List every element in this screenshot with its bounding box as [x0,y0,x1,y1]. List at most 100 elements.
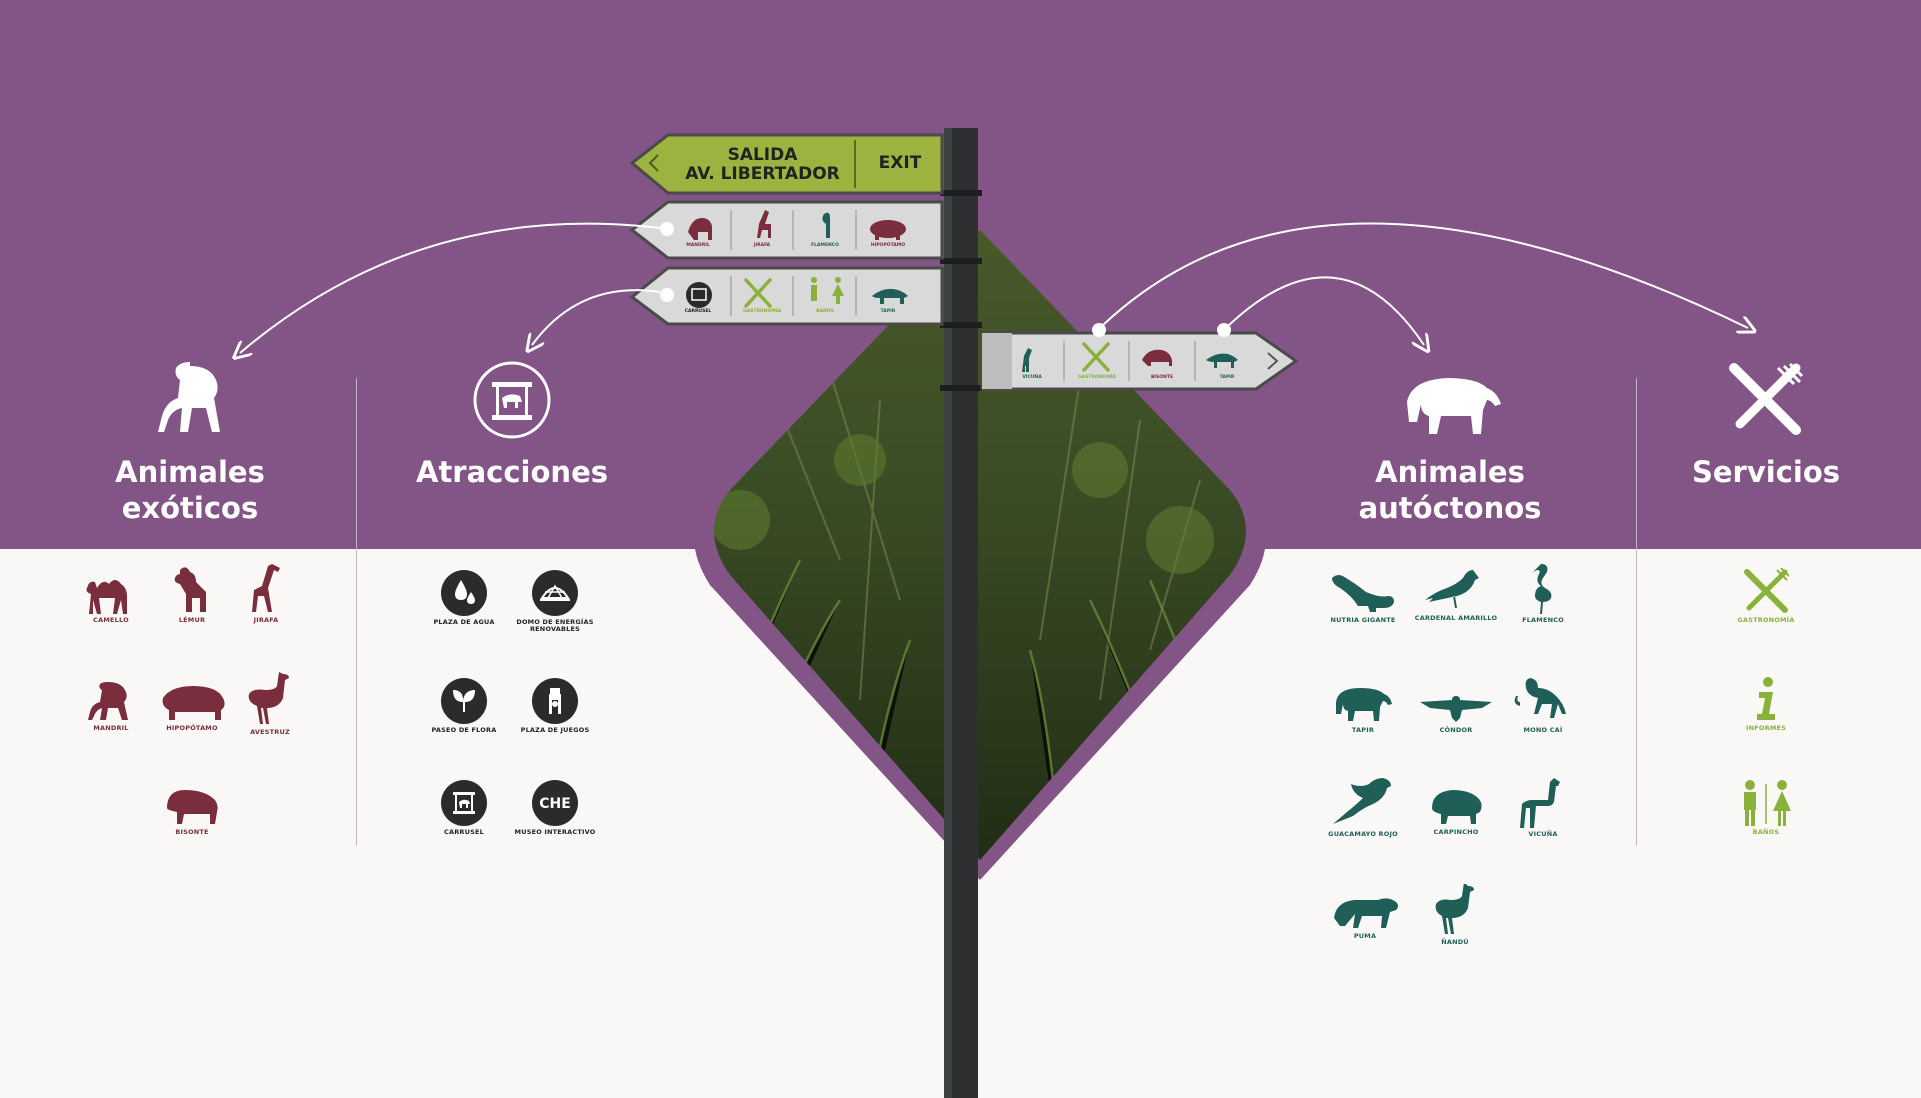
exotic-item-avestruz: AVESTRUZ [215,672,325,736]
native-item-mono-cai: MONO CAÍ [1488,676,1598,734]
exotic-item-jirafa: JIRAFA [211,562,321,624]
attraction-label-flora: PASEO DE FLORA [431,726,497,734]
exotic-label-lemur: LÉMUR [178,616,206,624]
native-label-nandu: ÑANDÚ [1441,938,1469,946]
exotic-label-jirafa: JIRAFA [253,616,279,624]
service-item-informes: INFORMES [1711,676,1821,732]
tapir-small-icon [1336,688,1392,721]
native-label-vicuna: VICUÑA [1528,830,1558,838]
category-title-servicios: Servicios [1691,455,1841,489]
playground-icon [532,678,578,724]
native-label-condor: CÓNDOR [1439,726,1473,734]
exotic-item-lemur: LÉMUR [137,564,247,624]
service-item-gastronomia: GASTRONOMÍA [1711,568,1821,624]
info-icon [1757,677,1775,720]
category-title-exoticos: Animales exóticos [115,455,265,525]
bison-icon [167,790,218,824]
native-item-nutria: NUTRIA GIGANTE [1308,572,1418,624]
puma-icon [1334,898,1398,928]
capuchin-monkey-icon [1514,678,1566,718]
carousel-small-icon [441,780,487,826]
exit-sign-line1: SALIDA [727,145,798,165]
service-label-informes: INFORMES [1745,724,1787,732]
category-title-autoctonos: Animales autóctonos [1358,455,1542,525]
exotic-item-hipopotamo: HIPOPÓTAMO [137,684,247,732]
hippo-icon [162,686,225,720]
attraction-label-museo: MUSEO INTERACTIVO [514,828,596,836]
attraction-label-juegos: PLAZA DE JUEGOS [520,726,590,734]
exit-sign-word: EXIT [878,153,922,173]
exotic-item-bisonte: BISONTE [137,786,247,836]
fork-knife-icon [1729,362,1804,435]
native-label-mono-cai: MONO CAÍ [1523,726,1563,734]
board2-label-3: FLAMENCO [811,243,839,248]
exotic-item-mandril: MANDRIL [56,678,166,732]
board4-label-1: VICUÑA [1022,375,1042,380]
baboon-icon [158,362,220,432]
exotic-item-camello: CAMELLO [56,570,166,624]
museum-badge-icon: CHE [532,780,578,826]
capybara-icon [1432,790,1482,824]
native-label-nutria: NUTRIA GIGANTE [1330,616,1396,624]
native-label-cardenal: CARDENAL AMARILLO [1414,614,1498,622]
exotic-label-camello: CAMELLO [93,616,129,624]
cardinal-bird-icon [1425,570,1479,608]
attraction-label-plaza-agua: PLAZA DE AGUA [433,618,495,626]
service-label-banos: BAÑOS [1752,828,1780,836]
board2-label-1: MANDRIL [686,243,710,248]
native-label-tapir: TAPIR [1351,726,1375,734]
exotic-label-bisonte: BISONTE [175,828,209,836]
attraction-item-plaza-agua: PLAZA DE AGUA [409,570,519,626]
board2-label-4: HIPOPÓTAMO [870,243,906,248]
divider-left [356,378,357,846]
service-label-gastronomia: GASTRONOMÍA [1737,616,1795,624]
fork-knife-small-icon [1744,568,1789,613]
native-item-flamenco: FLAMENCO [1488,562,1598,624]
exotic-label-mandril: MANDRIL [93,724,129,732]
camel-icon [86,580,127,614]
board4-label-4: TAPIR [1219,375,1235,380]
lemur-icon [174,567,206,612]
native-item-puma: PUMA [1310,894,1420,940]
baboon-small-icon [88,682,128,720]
giraffe-icon [252,564,280,612]
board3-label-3: BAÑOS [816,309,834,314]
museum-badge-text: CHE [539,796,571,812]
board3-label-4: TAPIR [880,309,896,314]
native-item-condor: CÓNDOR [1401,690,1511,734]
divider-right [1636,378,1637,846]
water-drops-icon [441,570,487,616]
attraction-label-carrusel: CARRUSEL [444,828,484,836]
carousel-icon [473,361,551,439]
board3-label-2: GASTRONOMÍA [742,309,781,314]
board4-label-2: GASTRONOMÍA [1077,375,1116,380]
native-item-carpincho: CARPINCHO [1401,786,1511,836]
leaf-icon [441,678,487,724]
native-item-guacamayo: GUACAMAYO ROJO [1308,776,1418,838]
otter-icon [1332,575,1394,612]
native-label-carpincho: CARPINCHO [1433,828,1479,836]
ostrich-icon [248,672,289,724]
attraction-item-carrusel: CARRUSEL [409,780,519,836]
exotic-label-hipopotamo: HIPOPÓTAMO [166,724,218,732]
service-item-banos: BAÑOS [1711,780,1821,836]
native-label-puma: PUMA [1353,932,1377,940]
attraction-item-domo: DOMO DE ENERGÍAS RENOVABLES [500,570,610,633]
restroom-icon [1744,780,1791,826]
attraction-item-juegos: PLAZA DE JUEGOS [500,678,610,734]
flamingo-icon [1533,564,1552,614]
attraction-label-domo: DOMO DE ENERGÍAS RENOVABLES [516,618,594,633]
exotic-label-avestruz: AVESTRUZ [250,728,290,736]
attraction-item-museo: CHE MUSEO INTERACTIVO [500,780,610,836]
vicuna-icon [1520,778,1560,828]
condor-icon [1420,696,1492,722]
rhea-icon [1435,884,1474,934]
attraction-item-flora: PASEO DE FLORA [409,678,519,734]
board3-label-1: CARRUSEL [684,309,712,314]
category-title-atracciones: Atracciones [416,455,608,489]
board2-label-2: JIRAFA [753,243,771,248]
exit-sign-line2: AV. LIBERTADOR [685,164,840,184]
native-item-vicuna: VICUÑA [1488,776,1598,838]
native-label-flamenco: FLAMENCO [1522,616,1564,624]
